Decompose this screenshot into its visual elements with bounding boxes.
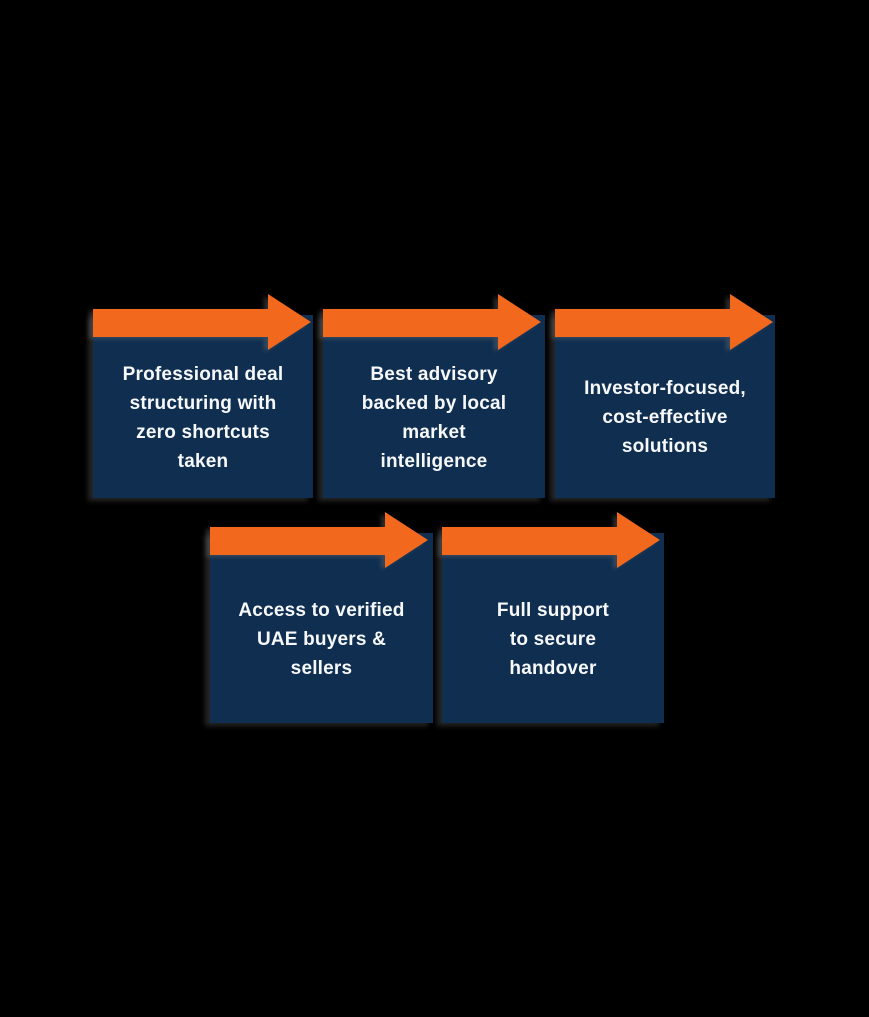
benefit-card-3: Investor-focused, cost-effective solutio… bbox=[555, 294, 775, 498]
benefit-card-text: Professional deal structuring with zero … bbox=[122, 363, 284, 472]
right-arrow-icon bbox=[93, 294, 311, 350]
right-arrow-icon bbox=[210, 512, 428, 568]
benefit-card-text: Access to verified UAE buyers & sellers bbox=[238, 599, 405, 679]
benefit-card-4: Access to verified UAE buyers & sellers bbox=[210, 512, 433, 723]
benefit-card-1: Professional deal structuring with zero … bbox=[93, 294, 313, 498]
right-arrow-icon bbox=[323, 294, 541, 350]
right-arrow-icon bbox=[555, 294, 773, 350]
benefit-card-2: Best advisory backed by local market int… bbox=[323, 294, 545, 498]
benefit-card-text: Full support to secure handover bbox=[496, 599, 610, 679]
benefit-card-text: Investor-focused, cost-effective solutio… bbox=[584, 378, 746, 457]
right-arrow-icon bbox=[442, 512, 660, 568]
benefit-card-text: Best advisory backed by local market int… bbox=[361, 363, 507, 472]
benefit-card-5: Full support to secure handover bbox=[442, 512, 664, 723]
